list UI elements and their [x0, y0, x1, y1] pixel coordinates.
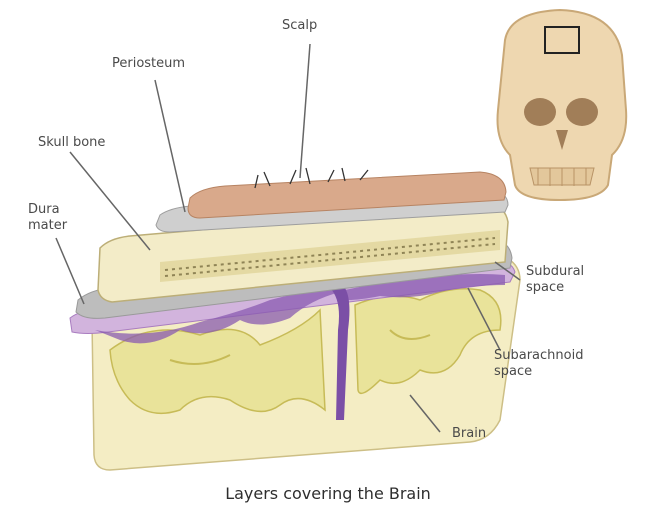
label-periosteum: Periosteum [112, 56, 185, 72]
label-brain: Brain [452, 426, 486, 442]
label-scalp: Scalp [282, 18, 317, 34]
label-dura-mater: Dura mater [28, 202, 67, 234]
label-subdural-space: Subdural space [526, 264, 584, 296]
skull-icon [498, 10, 627, 200]
diagram-caption: Layers covering the Brain [0, 484, 656, 503]
label-skull-bone: Skull bone [38, 135, 105, 151]
label-subarachnoid-space: Subarachnoid space [494, 348, 583, 380]
